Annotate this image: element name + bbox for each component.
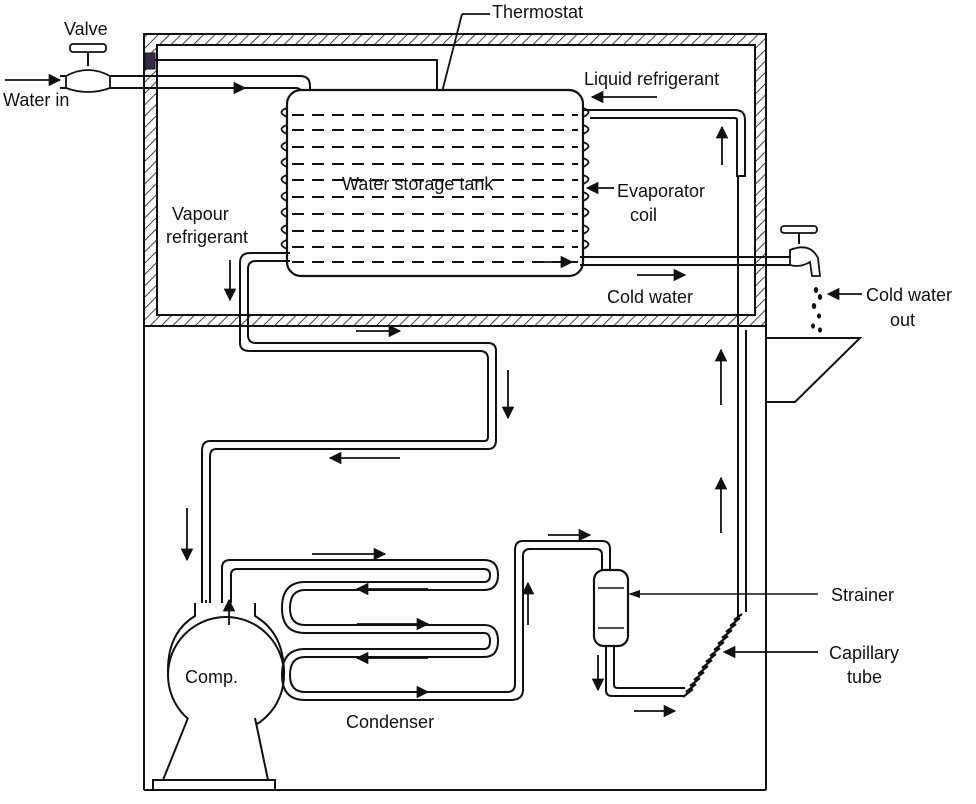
valve-icon — [65, 43, 111, 93]
tap-icon — [780, 225, 823, 333]
condenser-label: Condenser — [346, 712, 434, 732]
cold-water-out-label: Cold water — [866, 285, 952, 305]
compressor — [152, 603, 286, 791]
vapour-label: Vapour — [172, 204, 229, 224]
cold-water-out-label-2: out — [890, 310, 915, 330]
condenser — [221, 540, 611, 701]
thermostat-label: Thermostat — [492, 2, 583, 22]
liquid-refrigerant-line — [583, 109, 746, 177]
water-in-label: Water in — [3, 90, 69, 110]
drip-tray — [766, 337, 863, 403]
water-storage-tank-label: Water storage tank — [342, 174, 494, 194]
compressor-label: Comp. — [185, 667, 238, 687]
vapour-refrigerant-label: refrigerant — [166, 227, 248, 247]
cold-water-label: Cold water — [607, 287, 693, 307]
evaporator-coil-label: coil — [630, 205, 657, 225]
strainer-label: Strainer — [831, 585, 894, 605]
liquid-refrigerant-label: Liquid refrigerant — [584, 69, 719, 89]
capillary-label: Capillary — [829, 643, 899, 663]
water-storage-tank — [285, 88, 585, 278]
strainer-outlet-line — [605, 646, 685, 697]
valve-label: Valve — [64, 19, 108, 39]
capillary-tube-label: tube — [847, 667, 882, 687]
strainer — [592, 568, 818, 648]
evaporator-label: Evaporator — [617, 181, 705, 201]
capillary-tube — [682, 176, 747, 698]
evaporator-coil — [280, 107, 590, 250]
suction-line — [201, 252, 497, 603]
